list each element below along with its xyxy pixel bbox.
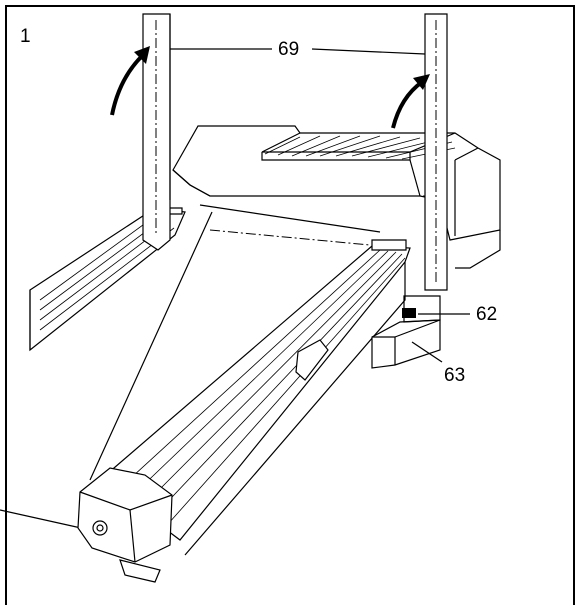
step-number: 1: [20, 26, 31, 47]
callout-hole: 62: [476, 304, 497, 325]
callout-uprights: 69: [278, 39, 299, 60]
curved-arrow-icon: [391, 74, 430, 129]
right-upright: [424, 13, 448, 291]
base-tube: [371, 295, 441, 369]
callout-base-tube: 63: [444, 365, 465, 386]
curved-arrow-icon: [110, 46, 150, 116]
right-rail: [99, 207, 411, 556]
bolt-hole: [402, 308, 416, 318]
leader-lines: [170, 48, 470, 363]
walking-deck: [0, 204, 381, 531]
rear-end-cap: [77, 467, 173, 583]
left-rail: [29, 207, 186, 352]
motor-hood: [172, 125, 501, 269]
left-upright: [142, 13, 171, 251]
figure-frame: [5, 5, 575, 605]
